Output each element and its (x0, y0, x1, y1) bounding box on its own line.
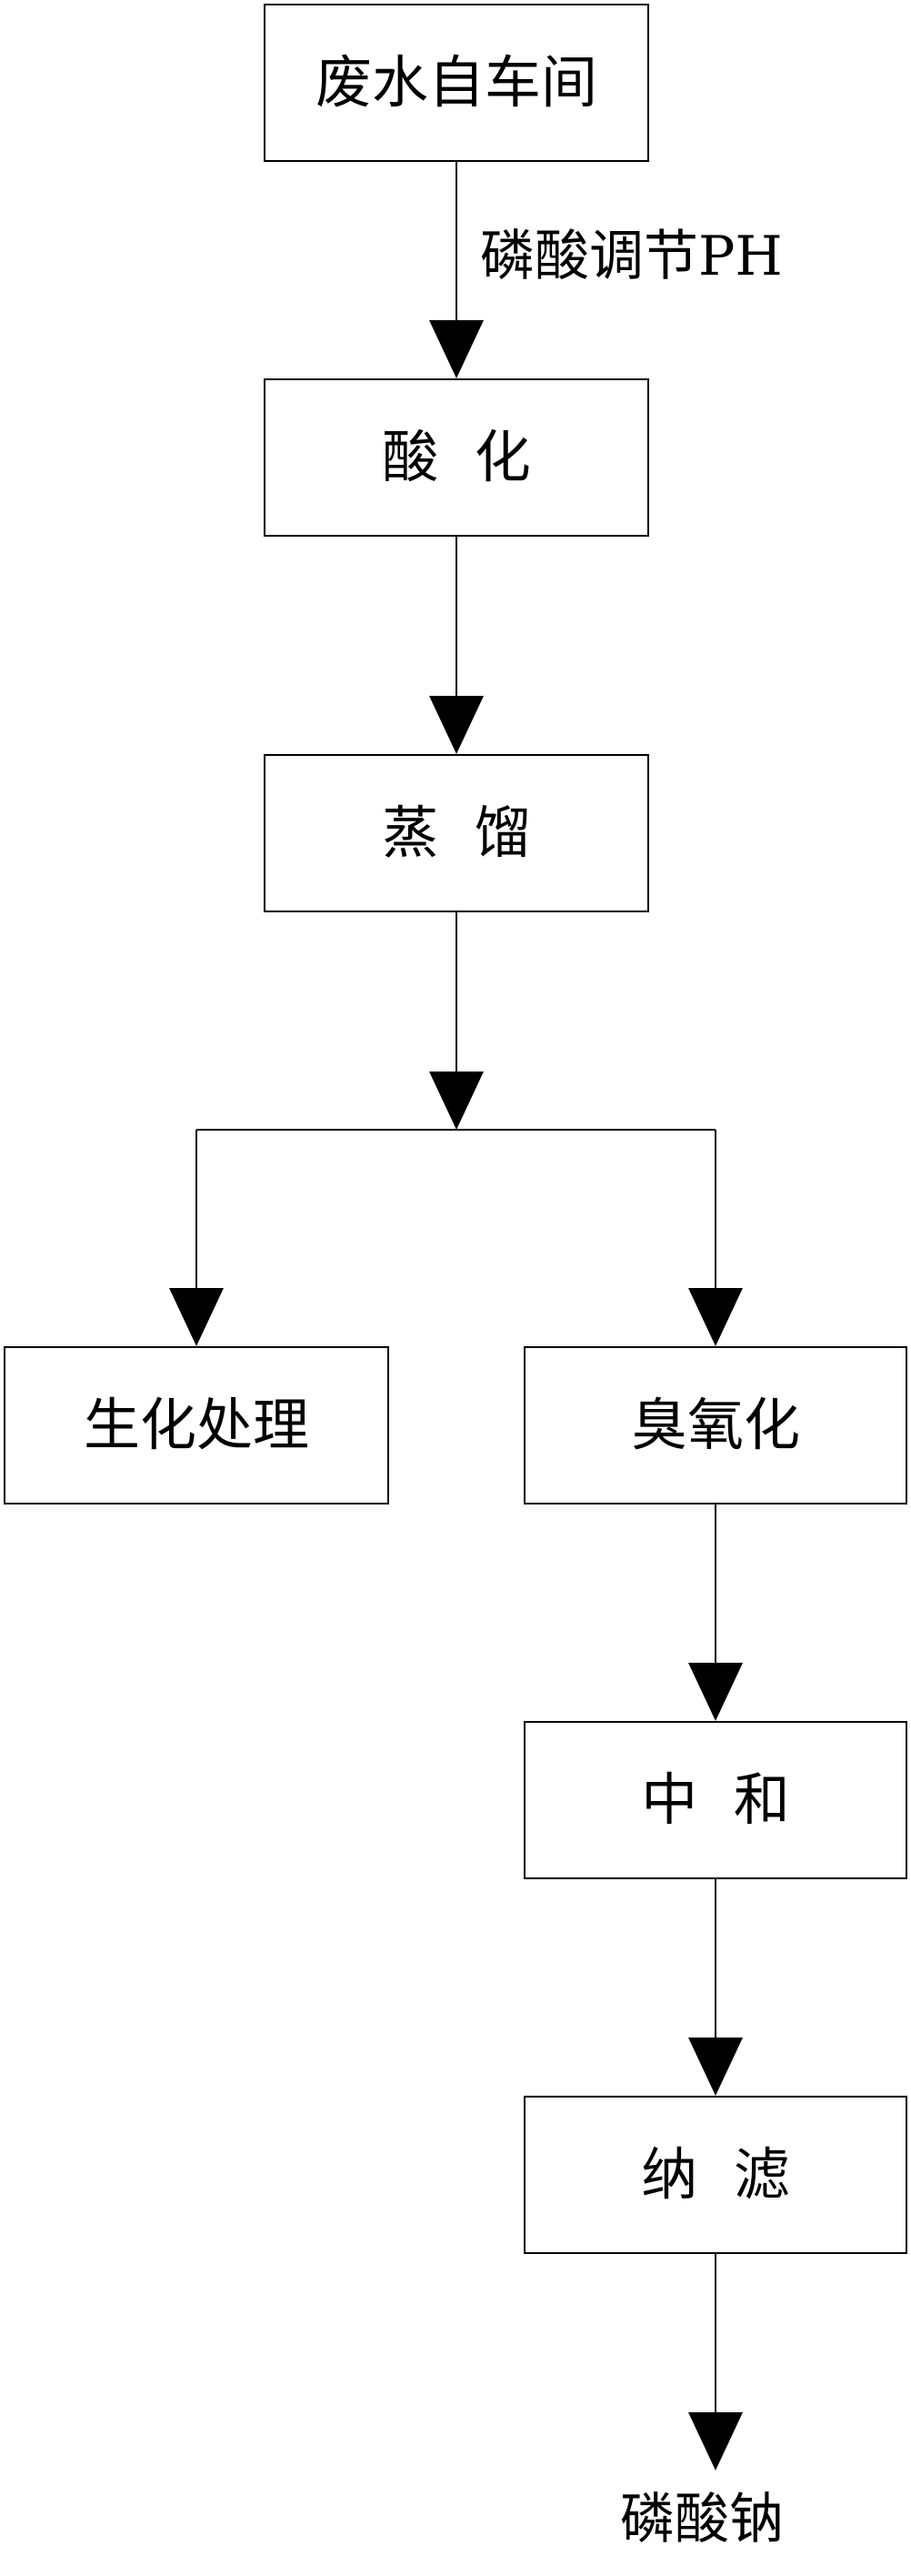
node-bio-treatment: 生化处理 (4, 1346, 389, 1504)
node-neutralization: 中 和 (524, 1721, 907, 1879)
node-label: 纳 滤 (641, 2141, 790, 2208)
node-label: 蒸 馏 (382, 800, 531, 866)
arrowhead (429, 1072, 484, 1130)
node-acidify: 酸 化 (264, 378, 649, 537)
node-label: 中 和 (641, 1766, 790, 1833)
node-ozonation: 臭氧化 (524, 1346, 907, 1504)
node-label: 臭氧化 (630, 1392, 800, 1458)
edge-split-ozone (688, 1130, 743, 1346)
edge-label-ph-adjust: 磷酸调节PH (480, 225, 783, 288)
node-distill: 蒸 馏 (264, 754, 649, 912)
output-label: 磷酸钠 (620, 2488, 784, 2551)
arrowhead (688, 2038, 743, 2096)
node-wastewater: 废水自车间 (264, 4, 649, 162)
arrowhead (169, 1288, 224, 1346)
node-label: 生化处理 (83, 1392, 309, 1458)
edge-nano-output (688, 2254, 743, 2470)
arrowhead (688, 2412, 743, 2470)
arrowhead (688, 1663, 743, 1721)
arrowhead (688, 1288, 743, 1346)
edge-ozone-neutral (688, 1504, 743, 1721)
edge-wastewater-acidify (429, 162, 484, 378)
edge-split-bio (169, 1130, 224, 1346)
node-label: 酸 化 (382, 424, 531, 490)
edge-acidify-distill (429, 537, 484, 754)
arrowhead (429, 320, 484, 378)
edge-distill-split (429, 912, 484, 1130)
node-nanofiltration: 纳 滤 (524, 2096, 907, 2254)
node-label: 废水自车间 (315, 49, 597, 116)
arrowhead (429, 696, 484, 754)
edge-neutral-nano (688, 1879, 743, 2096)
